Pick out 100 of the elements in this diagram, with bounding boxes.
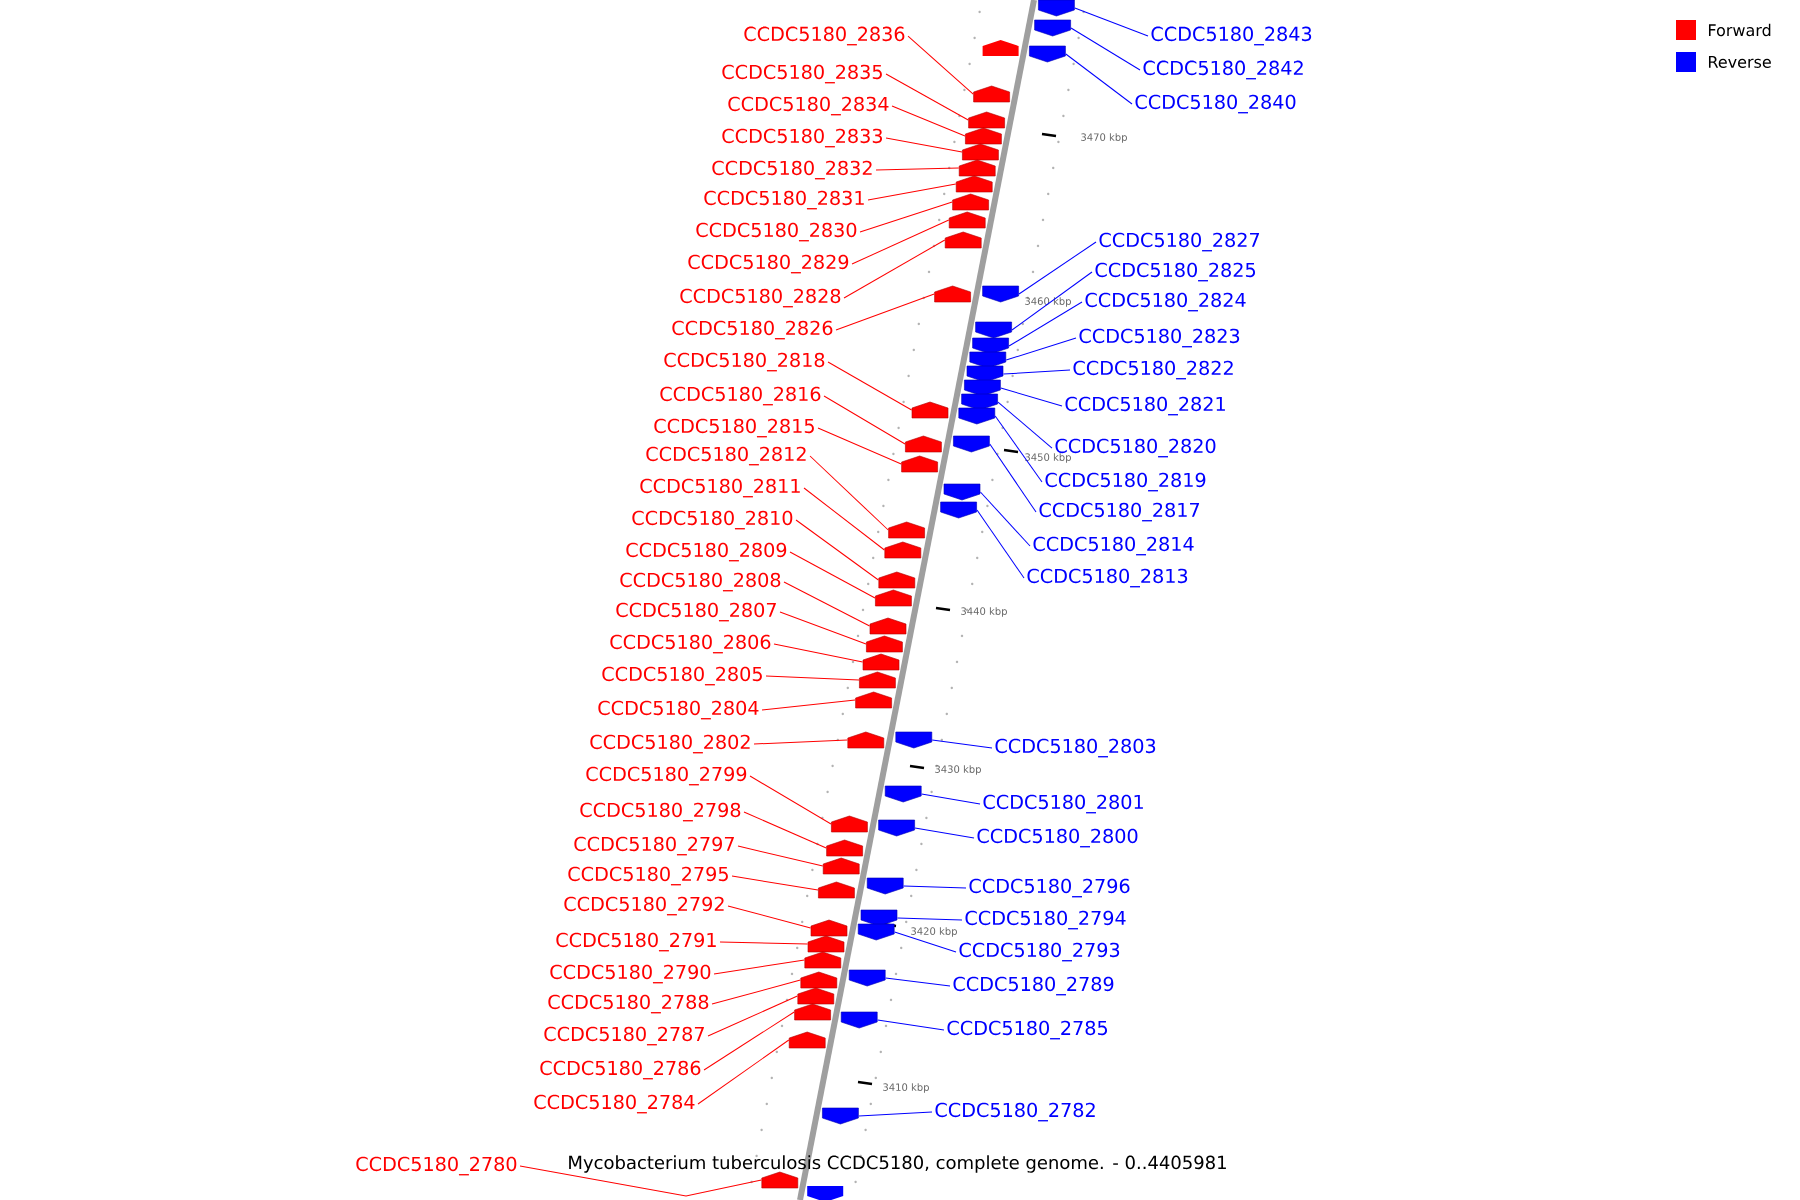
leader-line <box>827 361 913 411</box>
gene-block <box>965 127 1002 145</box>
gene-label: CCDC5180_2789 <box>953 976 1114 996</box>
gene-label: CCDC5180_2822 <box>1073 360 1233 380</box>
gene-label: CCDC5180_2818 <box>664 352 825 372</box>
gene-block <box>952 193 989 211</box>
gene-label: CCDC5180_2801 <box>983 794 1143 814</box>
leader-line <box>727 905 812 929</box>
gene-block <box>968 111 1005 129</box>
gene-label: CCDC5180_2824 <box>1085 292 1246 312</box>
gene-label: CCDC5180_2825 <box>1095 262 1255 282</box>
gene-label: CCDC5180_2798 <box>580 802 741 822</box>
gene-label: CCDC5180_2806 <box>610 634 771 654</box>
gene-label: CCDC5180_2836 <box>744 26 905 46</box>
gene-label: CCDC5180_2804 <box>598 700 759 720</box>
gene-block <box>884 785 922 803</box>
gene-label: CCDC5180_2790 <box>550 964 711 984</box>
gene-block <box>800 971 838 989</box>
gene-label: CCDC5180_2780 <box>356 1156 517 1176</box>
gene-block <box>848 969 886 987</box>
gene-block <box>973 85 1010 103</box>
gene-block <box>901 455 938 473</box>
gene-label: CCDC5180_2811 <box>640 478 800 498</box>
gene-block <box>860 909 898 927</box>
gene-label: CCDC5180_2842 <box>1143 60 1303 80</box>
gene-label: CCDC5180_2833 <box>722 128 882 148</box>
leader-line <box>719 941 809 945</box>
leader-line <box>1018 241 1097 295</box>
gene-label: CCDC5180_2827 <box>1099 232 1260 252</box>
gene-label: CCDC5180_2820 <box>1055 438 1216 458</box>
gene-label: CCDC5180_2812 <box>646 446 806 466</box>
leader-line <box>989 443 1037 513</box>
gene-block <box>826 839 863 857</box>
gene-block <box>859 671 896 689</box>
gene-block <box>934 285 971 303</box>
gene-block <box>953 435 990 453</box>
leader-line <box>773 643 864 663</box>
leader-line <box>779 611 867 645</box>
gene-block <box>822 857 860 875</box>
leader-line <box>703 1011 795 1071</box>
leader-line <box>894 931 957 953</box>
gene-block <box>807 935 845 953</box>
leader-line <box>976 509 1025 579</box>
gene-label: CCDC5180_2800 <box>977 828 1138 848</box>
leader-line <box>896 917 963 921</box>
leader-line <box>765 675 860 681</box>
gene-label: CCDC5180_2830 <box>696 222 857 242</box>
gene-label: CCDC5180_2823 <box>1079 328 1240 348</box>
gene-label: CCDC5180_2809 <box>626 542 787 562</box>
leader-line <box>891 105 966 137</box>
gene-label: CCDC5180_2816 <box>660 386 821 406</box>
gene-block <box>911 401 949 419</box>
leader-line <box>519 1165 762 1197</box>
gene-label: CCDC5180_2784 <box>534 1094 695 1114</box>
gene-label: CCDC5180_2843 <box>1151 26 1312 46</box>
gene-label: CCDC5180_2786 <box>540 1060 701 1080</box>
gene-label: CCDC5180_2829 <box>688 254 849 274</box>
leader-line <box>931 739 993 749</box>
gene-block <box>788 1031 826 1049</box>
leader-line <box>731 875 819 891</box>
gene-block <box>948 211 986 229</box>
gene-label: CCDC5180_2840 <box>1135 94 1296 114</box>
gene-block <box>818 881 855 899</box>
leader-line <box>921 793 981 805</box>
gene-block <box>761 1171 799 1189</box>
leader-line <box>803 487 885 551</box>
gene-block <box>878 819 915 837</box>
leader-line <box>903 885 967 889</box>
gene-block <box>875 589 912 607</box>
leader-line <box>761 699 856 711</box>
leader-line <box>885 977 951 987</box>
leader-line <box>697 1039 790 1105</box>
leader-line <box>817 427 902 465</box>
gene-block <box>962 143 999 161</box>
gene-label: CCDC5180_2792 <box>564 896 724 916</box>
leader-line <box>835 293 935 331</box>
leader-line <box>1070 27 1141 71</box>
gene-label: CCDC5180_2831 <box>704 190 864 210</box>
gene-block <box>940 501 977 519</box>
leader-line <box>749 775 832 825</box>
gene-label: CCDC5180_2807 <box>616 602 776 622</box>
gene-block <box>964 379 1001 397</box>
gene-block <box>862 653 900 671</box>
leader-line <box>1074 7 1149 37</box>
gene-label: CCDC5180_2803 <box>995 738 1156 758</box>
leader-line <box>877 1019 945 1031</box>
gene-label: CCDC5180_2793 <box>959 942 1120 962</box>
leader-line <box>1008 301 1083 347</box>
gene-label: CCDC5180_2813 <box>1027 568 1188 588</box>
gene-block <box>1038 0 1075 17</box>
leader-line <box>994 415 1043 483</box>
gene-block <box>895 731 933 749</box>
gene-label: CCDC5180_2821 <box>1065 396 1225 416</box>
leader-line <box>1002 369 1071 375</box>
gene-block <box>797 987 835 1005</box>
gene-block <box>958 407 996 425</box>
gene-block <box>840 1011 878 1029</box>
gene-block <box>1034 19 1071 37</box>
leader-line <box>711 979 801 1005</box>
gene-block <box>884 541 922 559</box>
